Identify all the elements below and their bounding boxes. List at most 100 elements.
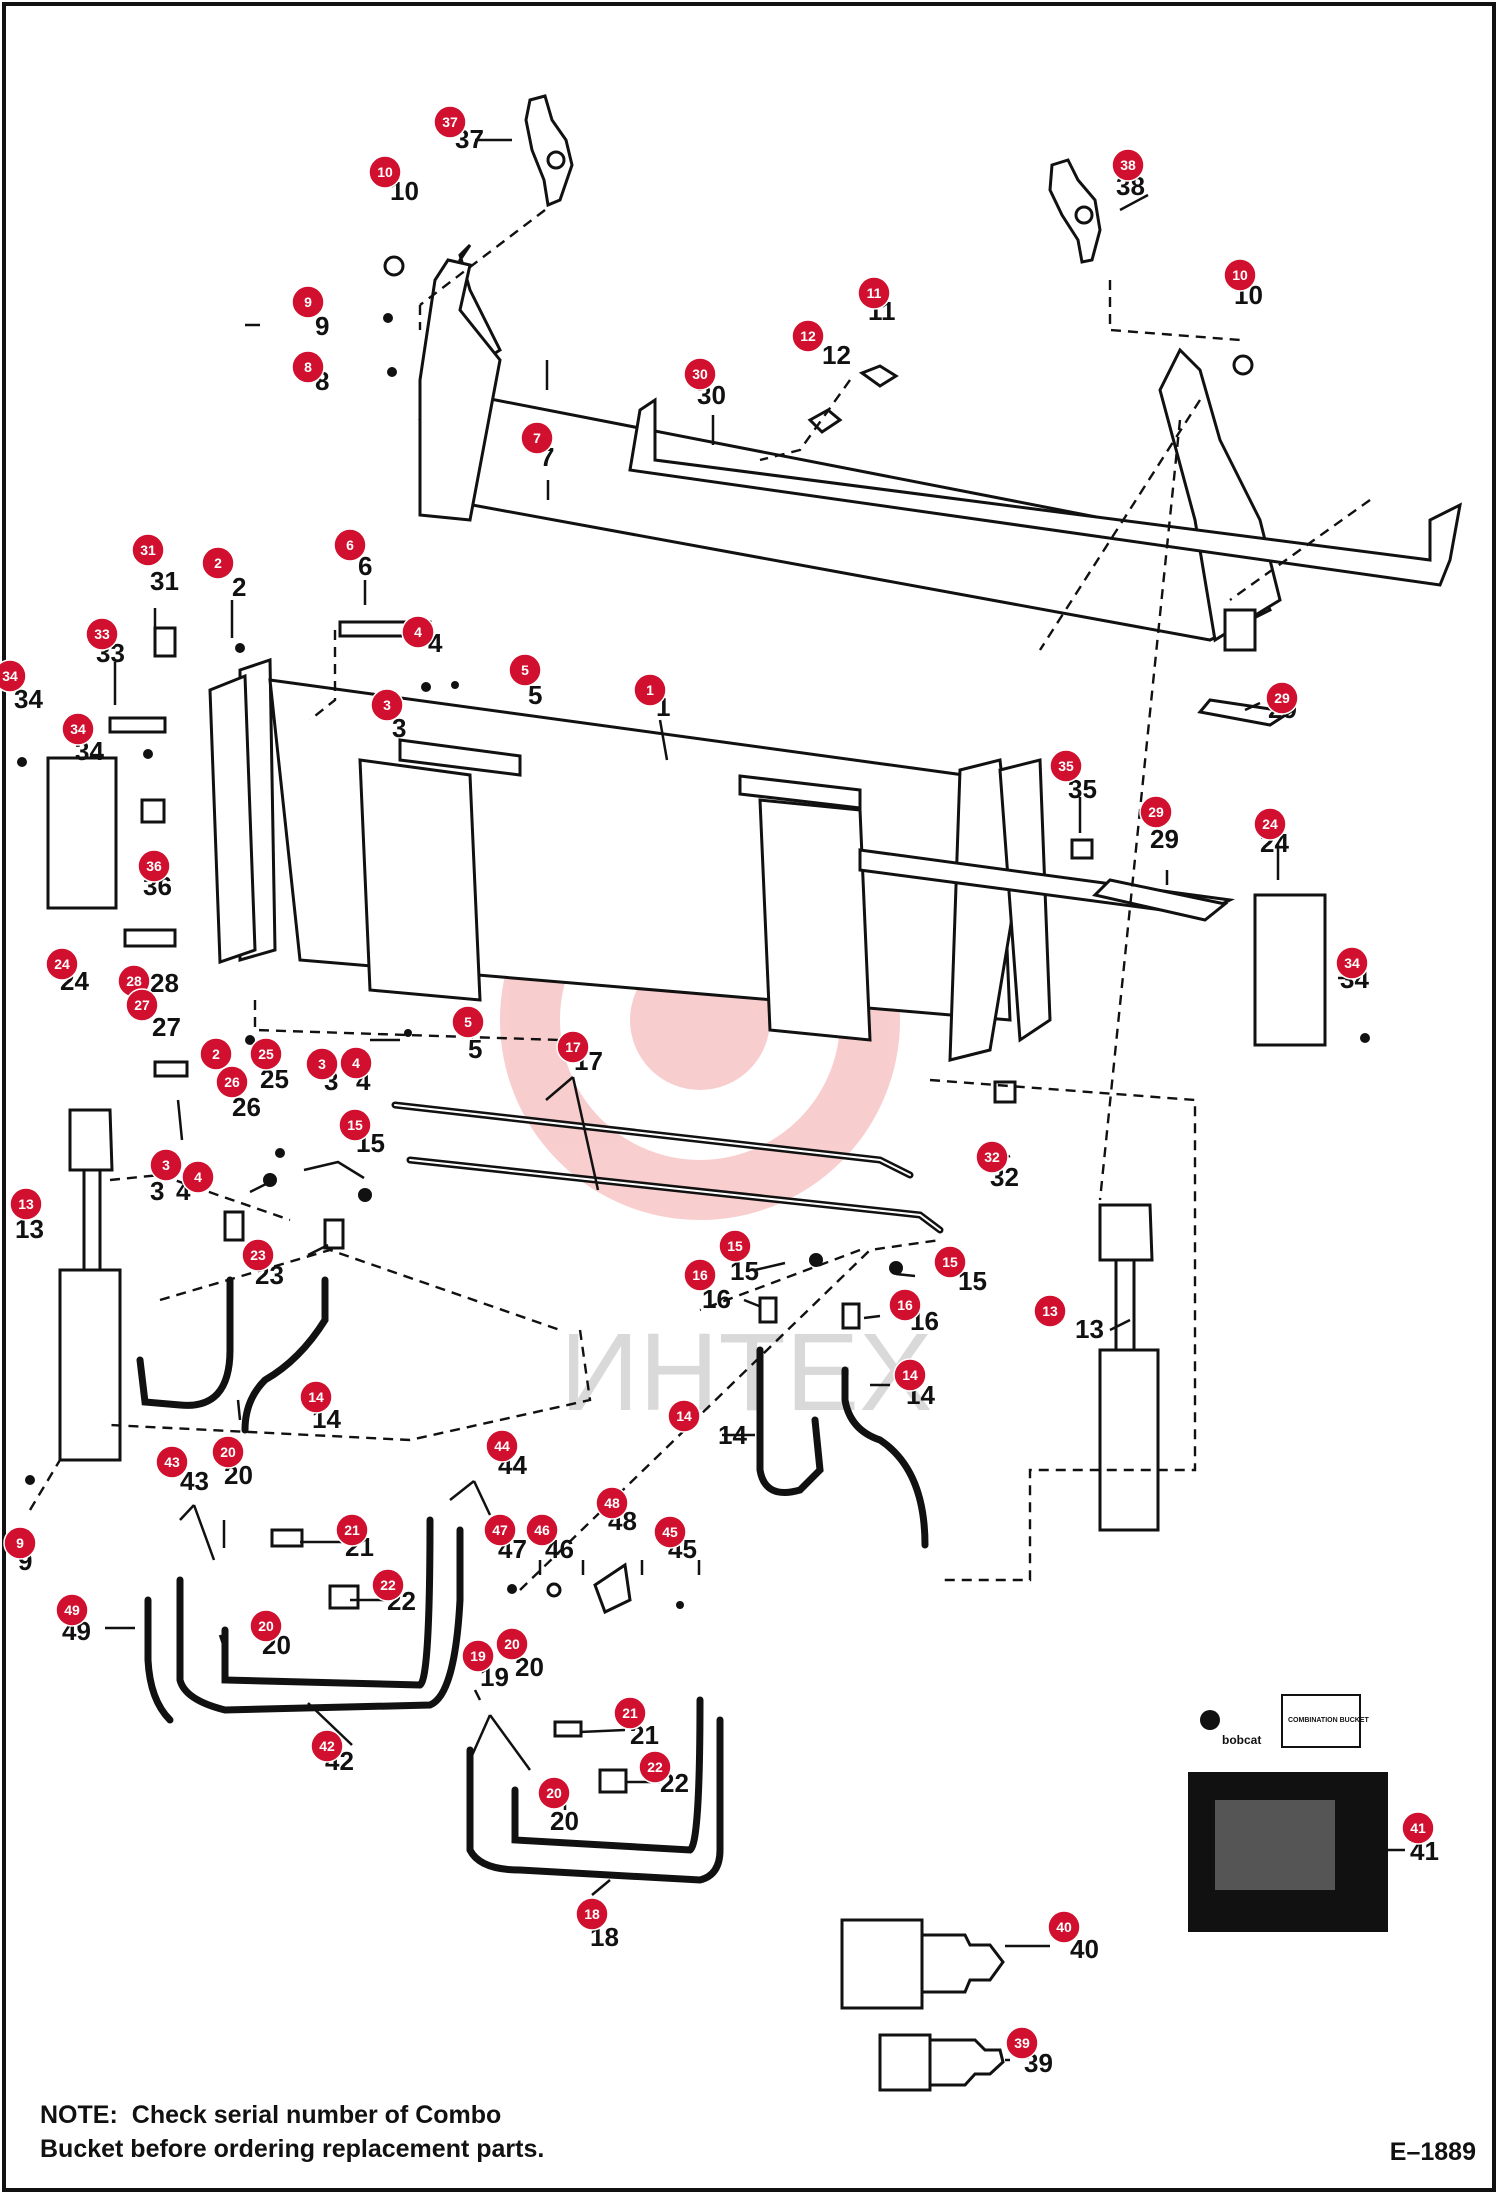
hose-14-d	[841, 1366, 929, 1549]
callout-circle	[718, 1229, 752, 1263]
callout-marker-21b: 21	[613, 1696, 647, 1730]
note-heading: NOTE:	[40, 2101, 118, 2129]
callout-marker-33: 33	[85, 617, 119, 651]
callout-circle	[575, 1897, 609, 1931]
callout-marker-18: 18	[575, 1897, 609, 1931]
callout-number: 37	[442, 114, 458, 130]
label-5-mid: 5	[468, 1034, 482, 1064]
callout-circle	[537, 1776, 571, 1810]
hose-assembly-42	[176, 1516, 464, 1714]
callout-circle	[291, 350, 325, 384]
callout-circle	[451, 1005, 485, 1039]
callout-marker-14b: 14	[667, 1399, 701, 1433]
callout-marker-4b: 4	[339, 1046, 373, 1080]
callout-circle	[857, 276, 891, 310]
callout-number: 4	[352, 1055, 360, 1071]
callout-marker-6: 6	[333, 528, 367, 562]
callout-marker-40: 40	[1047, 1910, 1081, 1944]
callout-number: 20	[504, 1636, 520, 1652]
callout-number: 41	[1410, 1820, 1426, 1836]
callout-circle	[613, 1696, 647, 1730]
callout-number: 32	[984, 1149, 1000, 1165]
callout-marker-26: 26	[215, 1065, 249, 1099]
callout-circle	[638, 1750, 672, 1784]
callout-marker-32: 32	[975, 1140, 1009, 1174]
callout-circle	[131, 533, 165, 567]
callout-number: 10	[377, 164, 393, 180]
callout-marker-38: 38	[1111, 148, 1145, 182]
hose-14-b	[241, 1276, 329, 1434]
callout-marker-4a: 4	[401, 615, 435, 649]
callout-number: 17	[565, 1039, 581, 1055]
callout-circle	[401, 615, 435, 649]
callout-circle	[525, 1513, 559, 1547]
callout-number: 39	[1014, 2035, 1030, 2051]
pin-27	[153, 1060, 189, 1078]
callout-marker-15c: 15	[933, 1245, 967, 1279]
bar-29-upper	[1197, 698, 1295, 727]
callout-number: 3	[383, 697, 391, 713]
callout-marker-13a: 13	[9, 1187, 43, 1221]
callout-marker-10a: 10	[368, 155, 402, 189]
callout-number: 24	[1262, 816, 1278, 832]
callout-marker-23: 23	[241, 1238, 275, 1272]
callout-number: 18	[584, 1906, 600, 1922]
callout-circle	[683, 1258, 717, 1292]
callout-number: 19	[470, 1648, 486, 1664]
callout-number: 13	[18, 1196, 34, 1212]
watermark-text: ИНТЕХ	[560, 1311, 932, 1434]
callout-number: 21	[622, 1705, 638, 1721]
cylinder-13-left	[58, 1108, 122, 1462]
callout-number: 34	[2, 668, 18, 684]
callout-circle	[483, 1513, 517, 1547]
note-text-2: Bucket before ordering replacement parts…	[40, 2135, 545, 2163]
callout-circle	[3, 1526, 37, 1560]
label-3-top: 3	[392, 713, 406, 743]
callout-circle	[215, 1065, 249, 1099]
callout-circle	[241, 1238, 275, 1272]
callout-circle	[495, 1627, 529, 1661]
part-31	[153, 626, 177, 658]
callout-marker-44: 44	[485, 1429, 519, 1463]
callout-marker-34b: 34	[61, 712, 95, 746]
callout-circle	[85, 617, 119, 651]
callout-number: 29	[1274, 690, 1290, 706]
callout-number: 7	[533, 430, 541, 446]
callout-number: 10	[1232, 267, 1248, 283]
callout-marker-34c: 34	[1335, 946, 1369, 980]
callout-circle	[1033, 1294, 1067, 1328]
note-line-2: Bucket before ordering replacement parts…	[40, 2132, 544, 2166]
label-27: 27	[152, 1012, 181, 1042]
callout-marker-30: 30	[683, 357, 717, 391]
callout-number: 14	[308, 1389, 324, 1405]
callout-number: 15	[727, 1238, 743, 1254]
side-plate-24-left	[46, 756, 118, 910]
callout-circle	[1111, 148, 1145, 182]
callout-marker-24a: 24	[1253, 807, 1287, 841]
callout-marker-15b: 15	[718, 1229, 752, 1263]
callout-circle	[1139, 795, 1173, 829]
callout-circle	[125, 988, 159, 1022]
callout-marker-20b: 20	[249, 1609, 283, 1643]
callout-circle	[371, 1568, 405, 1602]
callout-circle	[155, 1445, 189, 1479]
callout-number: 16	[897, 1297, 913, 1313]
label-31: 31	[150, 566, 179, 596]
callout-number: 21	[344, 1522, 360, 1538]
callout-marker-2a: 2	[201, 546, 235, 580]
callout-number: 3	[318, 1056, 326, 1072]
callout-circle	[653, 1515, 687, 1549]
callout-marker-3b: 3	[305, 1047, 339, 1081]
callout-marker-3a: 3	[370, 688, 404, 722]
callout-marker-14c: 14	[893, 1358, 927, 1392]
callout-circle	[683, 357, 717, 391]
note-line-1: NOTE:Check serial number of Combo	[40, 2098, 544, 2132]
callout-circle	[667, 1399, 701, 1433]
callout-number: 8	[304, 359, 312, 375]
callout-number: 11	[867, 285, 882, 301]
callout-number: 25	[258, 1046, 274, 1062]
callout-marker-47: 47	[483, 1513, 517, 1547]
callout-circle	[508, 653, 542, 687]
callout-marker-19: 19	[461, 1639, 495, 1673]
callout-circle	[368, 155, 402, 189]
